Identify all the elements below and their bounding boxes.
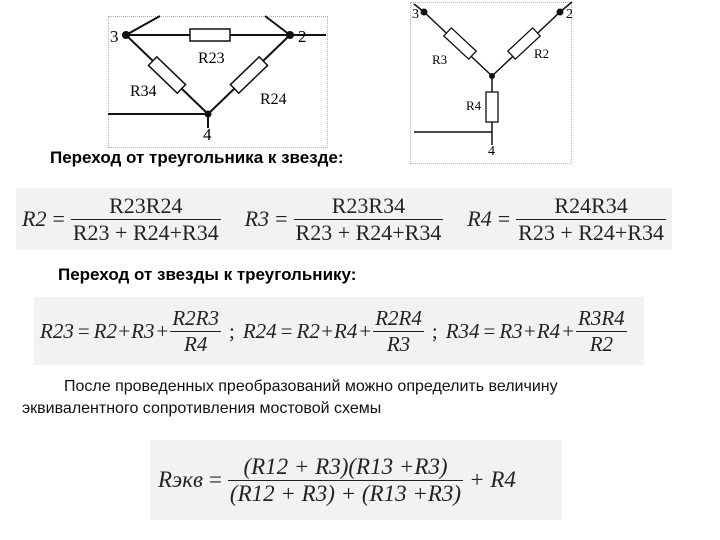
resistor-r4 [485,91,499,123]
formula-numerator: (R12 + R3)(R13 +R3) [243,453,448,479]
formula-numerator: R23R34 [331,192,406,218]
node-3 [122,31,130,39]
resistor-label-r2: R2 [534,46,549,61]
star-diagram: 3 2 4 R3 R2 R4 [412,1,573,159]
separator: ; [229,318,235,343]
formula-numerator: R2R4 [375,305,422,330]
resistor-label-r4: R4 [466,98,482,113]
formula-denominator: R2 [576,330,627,357]
formula-denominator: R3 [373,330,424,357]
node-label-3: 3 [110,27,119,46]
formulas-star-to-delta: R23 = R2+R3 + R2R3 R4 ; R24 = R2+R4 + R2… [34,297,644,365]
formula-numerator: R3R4 [578,305,625,330]
formula-tail: + R4 [469,467,516,492]
node-label-4: 4 [203,125,212,144]
wire-top-left [125,15,161,36]
formula-numerator: R24R34 [554,192,628,218]
wire-top-right [264,15,291,36]
formula-r4: R4 = R24R34 R23 + R24+R34 [467,192,666,245]
formula-r2: R2 = R23R24 R23 + R24+R34 [22,192,221,245]
formulas-delta-to-star: R2 = R23R24 R23 + R24+R34 R3 = R23R34 R2… [16,188,672,250]
resistor-label-r23: R23 [198,50,225,67]
node-label-2: 2 [566,7,573,22]
node-label-4: 4 [488,144,495,159]
node-label-3: 3 [412,7,419,22]
resistor-r3 [442,26,478,61]
formula-lhs: R4 [467,206,492,231]
formula-lhs: R34 [445,318,480,343]
heading-star-to-delta: Переход от звезды к треугольнику: [58,265,357,284]
formula-lhs: Rэкв [158,467,203,492]
formula-denominator: (R12 + R3) + (R13 +R3) [227,479,464,506]
resistor-label-r3: R3 [432,52,447,67]
node-2 [556,8,564,16]
formula-denominator: R4 [170,330,221,357]
formula-lhs: R24 [242,318,277,343]
paragraph-line-2: эквивалентного сопротивления мостовой сх… [22,400,382,417]
formula-sum: R3+R4 [499,318,561,343]
star-diagram-frame [410,2,572,164]
formula-sum: R2+R3 [93,318,155,343]
formula-lhs: R2 [22,206,47,231]
resistor-r34 [147,55,187,95]
paragraph-line-1: После проведенных преобразований можно о… [64,378,558,395]
resistor-r2 [506,26,542,61]
formula-denominator: R23 + R24+R34 [516,218,666,245]
formula-r24: R24 = R2+R4 + R2R4 R3 [242,305,424,357]
resistor-label-r24: R24 [260,91,287,108]
node-center [489,73,495,79]
resistor-r23 [189,28,231,42]
formula-equivalent: Rэкв = (R12 + R3)(R13 +R3) (R12 + R3) + … [150,440,562,520]
formula-lhs: R23 [40,318,74,343]
resistor-label-r34: R34 [130,83,157,100]
node-2 [286,31,294,39]
formula-numerator: R23R24 [109,192,183,218]
heading-delta-to-star: Переход от треугольника к звезде: [50,148,344,167]
separator: ; [431,318,438,343]
formula-sum: R2+R4 [296,318,358,343]
node-3 [420,8,428,16]
delta-diagram-frame [108,16,328,148]
delta-diagram: 3 2 4 R23 R34 R24 [108,15,326,144]
formula-r3: R3 = R23R34 R23 + R24+R34 [244,192,444,245]
formula-r23: R23 = R2+R3 + R2R3 R4 [40,305,221,357]
formula-numerator: R2R3 [172,305,219,330]
node-4 [204,110,212,118]
node-label-2: 2 [298,27,307,46]
resistor-r24 [229,55,269,95]
formula-r34: R34 = R3+R4 + R3R4 R2 [445,305,627,357]
formula-denominator: R23 + R24+R34 [293,218,444,245]
formula-denominator: R23 + R24+R34 [70,218,221,245]
formula-lhs: R3 [244,206,270,231]
